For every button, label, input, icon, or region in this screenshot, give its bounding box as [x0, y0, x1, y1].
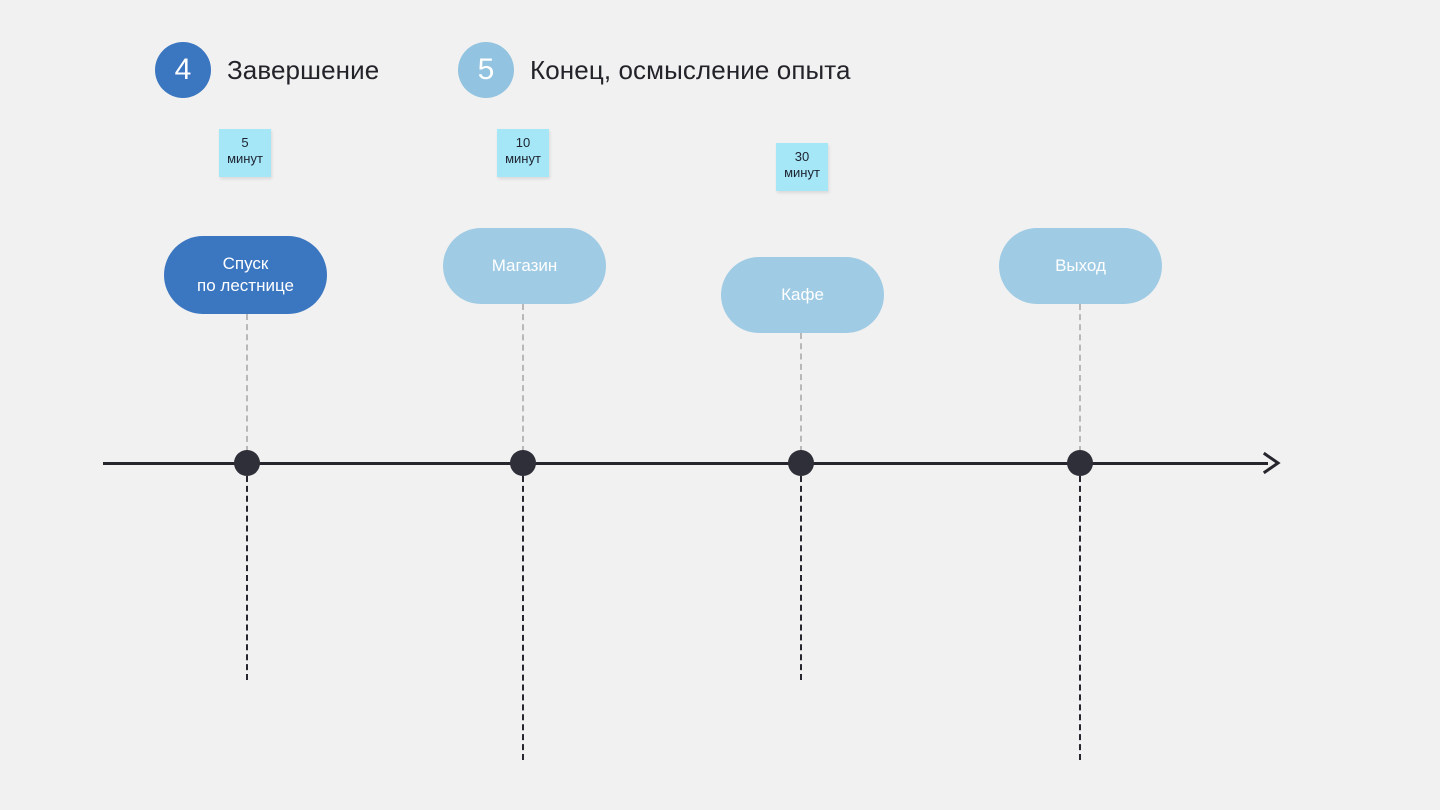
timeline-milestone-dot[interactable] [1067, 450, 1093, 476]
step-node-kafe[interactable]: Кафе [721, 257, 884, 333]
duration-sticky-note: 10 минут [497, 129, 549, 177]
step-label-line2: по лестнице [197, 276, 294, 295]
duration-value: 10 [515, 135, 531, 150]
legend-item-phase-5: 5 Конец, осмысление опыта [458, 42, 851, 98]
timeline-milestone-dot[interactable] [788, 450, 814, 476]
arrow-right-icon [1259, 450, 1285, 481]
timeline-milestone-dot[interactable] [234, 450, 260, 476]
duration-sticky-note: 5 минут [219, 129, 271, 177]
legend-item-phase-4: 4 Завершение [155, 42, 379, 98]
timeline-milestone-dot[interactable] [510, 450, 536, 476]
duration-value: 5 [241, 135, 249, 150]
duration-unit: минут [227, 151, 263, 166]
connector-line-up [1079, 304, 1081, 452]
connector-line-down [246, 476, 248, 680]
step-label-line1: Спуск [222, 254, 269, 273]
phase-number-badge: 4 [155, 42, 211, 98]
connector-line-up [522, 304, 524, 452]
connector-line-down [800, 476, 802, 680]
step-label: Кафе [781, 285, 824, 304]
step-node-vyhod[interactable]: Выход [999, 228, 1162, 304]
phase-number: 4 [174, 53, 192, 86]
connector-line-down [1079, 476, 1081, 760]
step-node-magazin[interactable]: Магазин [443, 228, 606, 304]
connector-line-up [800, 333, 802, 452]
duration-value: 30 [794, 149, 810, 164]
duration-unit: минут [505, 151, 541, 166]
connector-line-down [522, 476, 524, 760]
duration-unit: минут [784, 165, 820, 180]
step-label: Магазин [491, 256, 558, 275]
phase-number-badge: 5 [458, 42, 514, 98]
step-node-spusk-po-lestnice[interactable]: Спуск по лестнице [164, 236, 327, 314]
timeline-axis [103, 462, 1268, 465]
phase-label: Конец, осмысление опыта [530, 54, 851, 85]
phase-number: 5 [477, 53, 495, 86]
duration-sticky-note: 30 минут [776, 143, 828, 191]
step-label: Спуск по лестнице [197, 253, 294, 297]
step-label: Выход [1055, 256, 1106, 275]
connector-line-up [246, 314, 248, 452]
phase-label: Завершение [227, 54, 380, 85]
